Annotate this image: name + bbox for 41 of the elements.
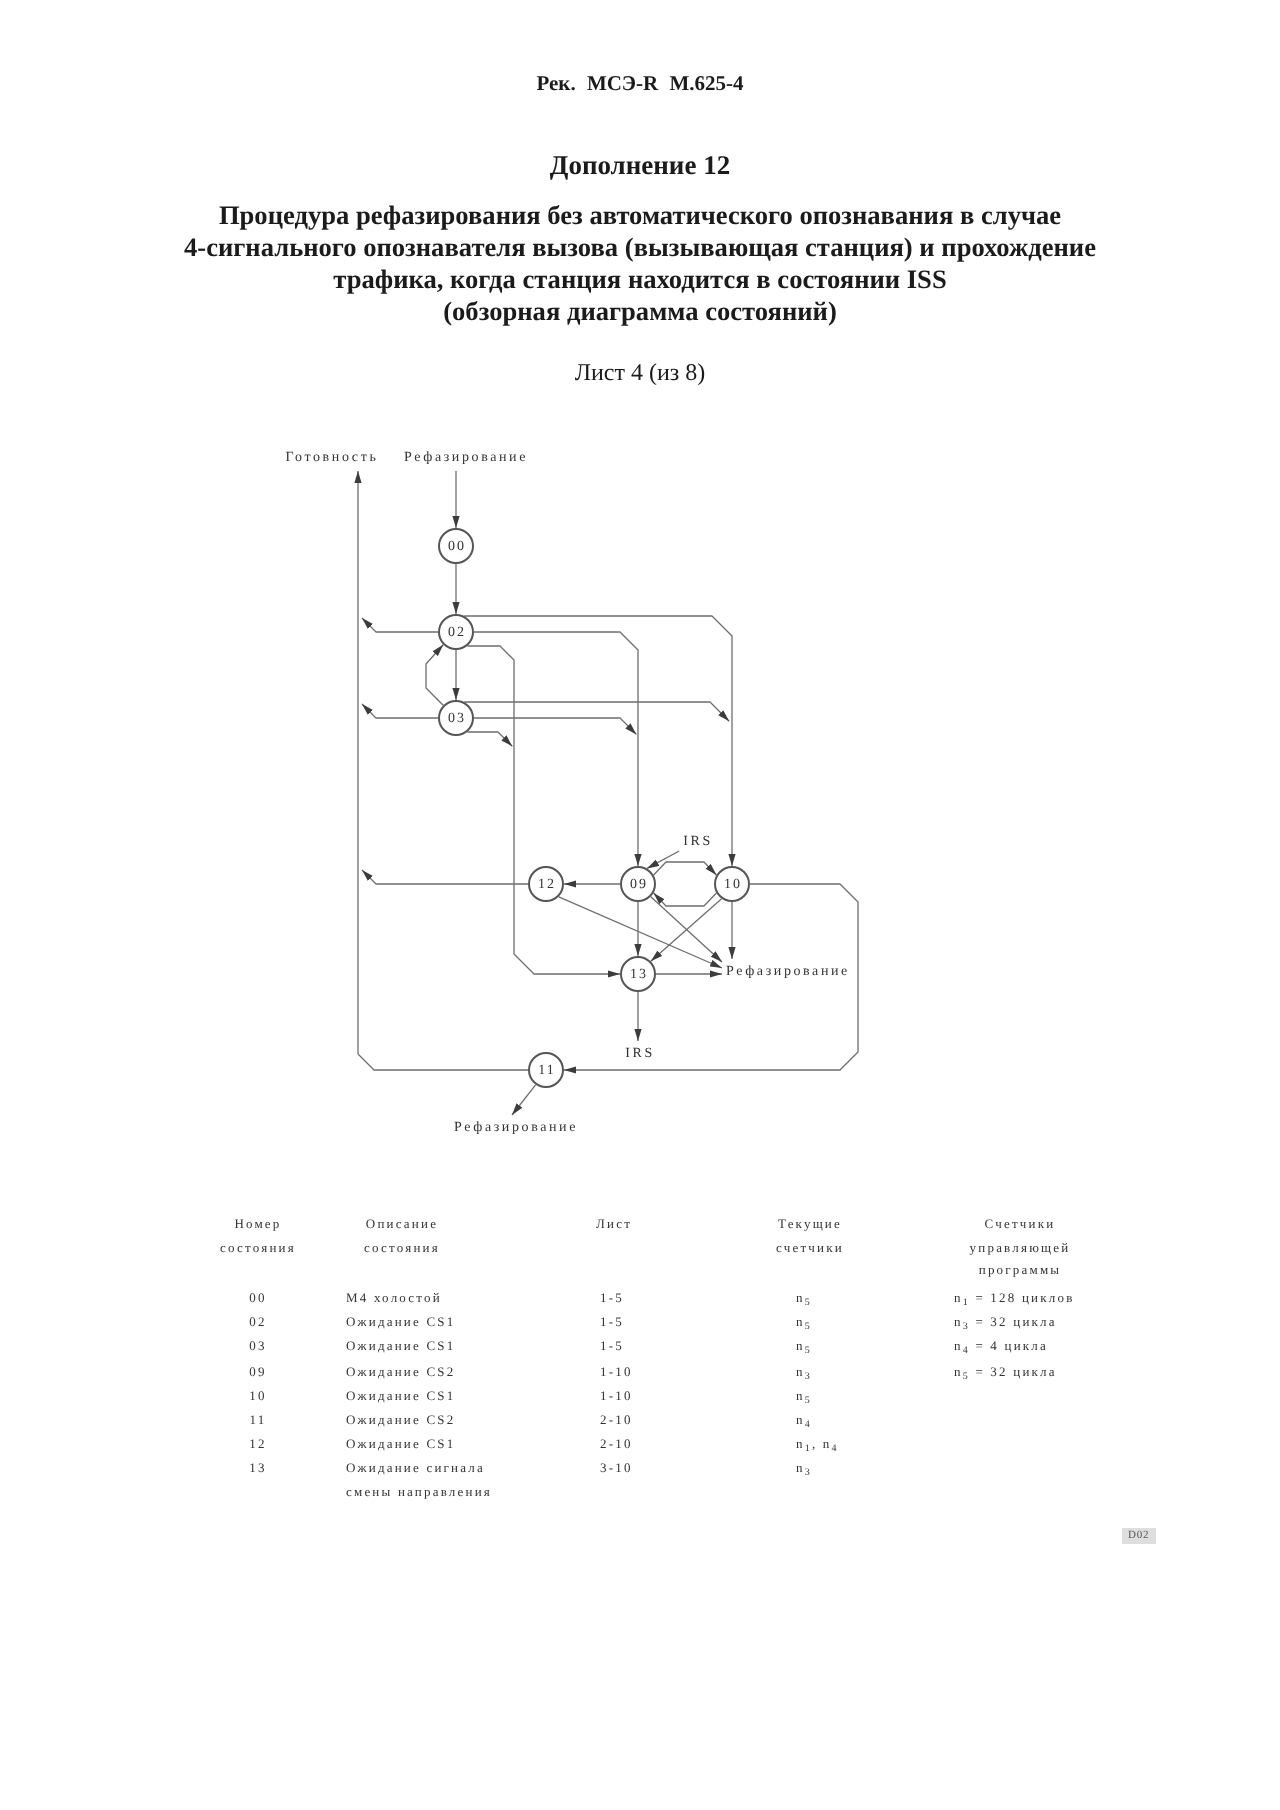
page-header: Рек. МСЭ-R M.625-4 bbox=[536, 71, 744, 97]
arrow bbox=[452, 470, 460, 529]
arrow bbox=[513, 747, 621, 978]
arrow bbox=[361, 703, 439, 719]
arrow bbox=[652, 892, 718, 907]
arrow bbox=[511, 1084, 537, 1116]
arrow bbox=[655, 970, 723, 978]
arrow bbox=[634, 901, 642, 957]
arrow bbox=[452, 649, 460, 701]
state-circle bbox=[620, 956, 656, 992]
state-circle bbox=[438, 528, 474, 564]
arrow bbox=[463, 701, 730, 722]
state-circle bbox=[714, 866, 750, 902]
arrow bbox=[563, 883, 859, 1074]
connector-line bbox=[473, 631, 639, 733]
arrow bbox=[728, 719, 736, 867]
arrow bbox=[361, 617, 439, 633]
arrow bbox=[646, 850, 680, 870]
arrow bbox=[728, 901, 736, 960]
arrow bbox=[634, 731, 642, 867]
state-circle bbox=[438, 700, 474, 736]
connector-line bbox=[463, 615, 733, 721]
annex-heading: Дополнение 12 bbox=[549, 150, 731, 182]
arrow bbox=[452, 563, 460, 615]
arrow bbox=[425, 644, 444, 706]
sheet-number: Лист 4 (из 8) bbox=[574, 358, 706, 386]
connector-line bbox=[357, 1053, 529, 1071]
arrow bbox=[361, 869, 529, 885]
arrow bbox=[558, 896, 723, 969]
arrow bbox=[354, 470, 362, 1055]
connector-line bbox=[466, 645, 515, 749]
arrow bbox=[473, 717, 638, 736]
state-circle bbox=[438, 614, 474, 650]
arrow bbox=[466, 731, 514, 748]
state-circle bbox=[528, 1052, 564, 1088]
arrow bbox=[652, 861, 718, 876]
state-circle bbox=[528, 866, 564, 902]
diagram-title: Процедура рефазирования без автоматического опознавания в случае 4-сигнального опознавателя вызова (вызывающая станция) и прохождение трафика, когда станция находится в состоянии ISS (обзорная диаграмма состояний) bbox=[184, 200, 1096, 328]
arrow bbox=[563, 880, 621, 888]
state-circle bbox=[620, 866, 656, 902]
arrow bbox=[634, 991, 642, 1042]
